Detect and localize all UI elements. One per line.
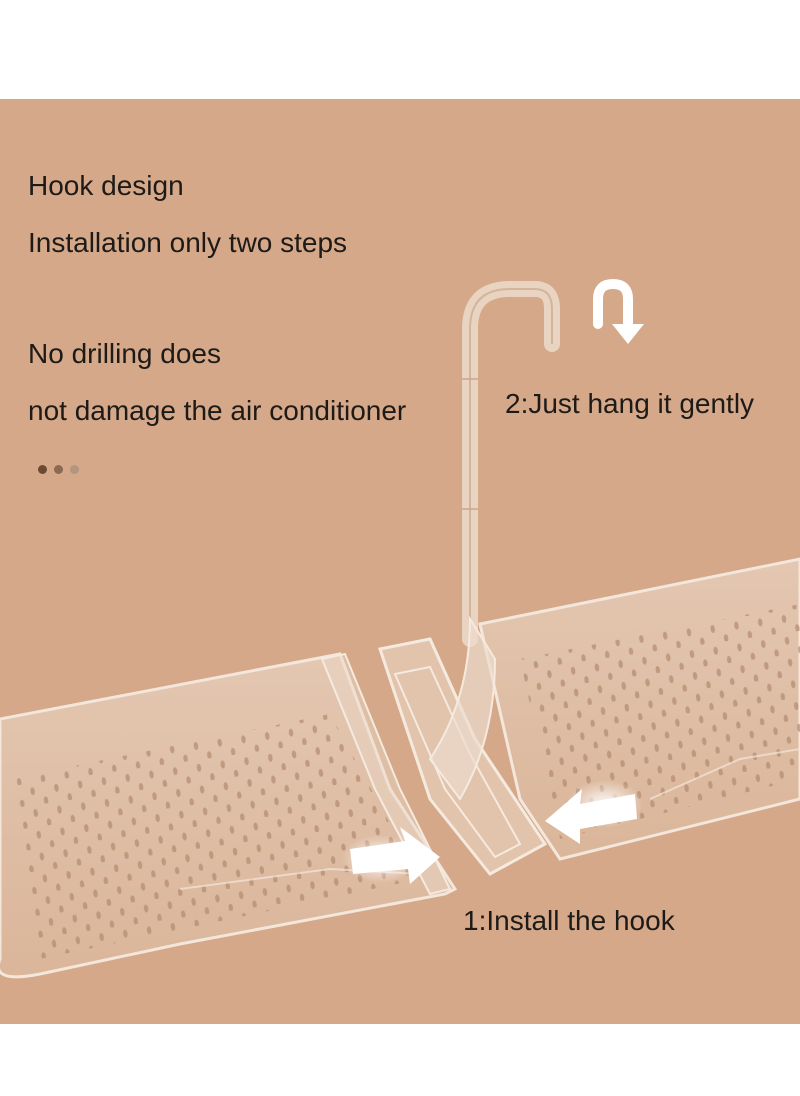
no-drilling-text-line1: No drilling does — [28, 338, 221, 369]
step-1-label: 1:Install the hook — [463, 905, 675, 936]
arrow-left-icon — [545, 780, 643, 844]
hook-shape — [428, 281, 560, 801]
pagination-dot-2 — [54, 465, 63, 474]
pagination-dots — [38, 465, 79, 474]
no-drilling-text-line2: not damage the air conditioner — [28, 395, 407, 426]
u-turn-arrow-icon — [593, 278, 644, 344]
installation-steps-text: Installation only two steps — [28, 227, 348, 258]
product-illustration — [0, 278, 800, 979]
deflector-left-panel — [0, 652, 458, 979]
pagination-dot-1 — [38, 465, 47, 474]
pagination-dot-3 — [70, 465, 79, 474]
hook-design-heading: Hook design — [28, 170, 184, 201]
arrow-right-icon — [342, 827, 440, 884]
deflector-right-panel — [478, 557, 800, 861]
step-2-label: 2:Just hang it gently — [505, 388, 755, 419]
product-panel: Hook design Installation only two steps … — [0, 99, 800, 1024]
